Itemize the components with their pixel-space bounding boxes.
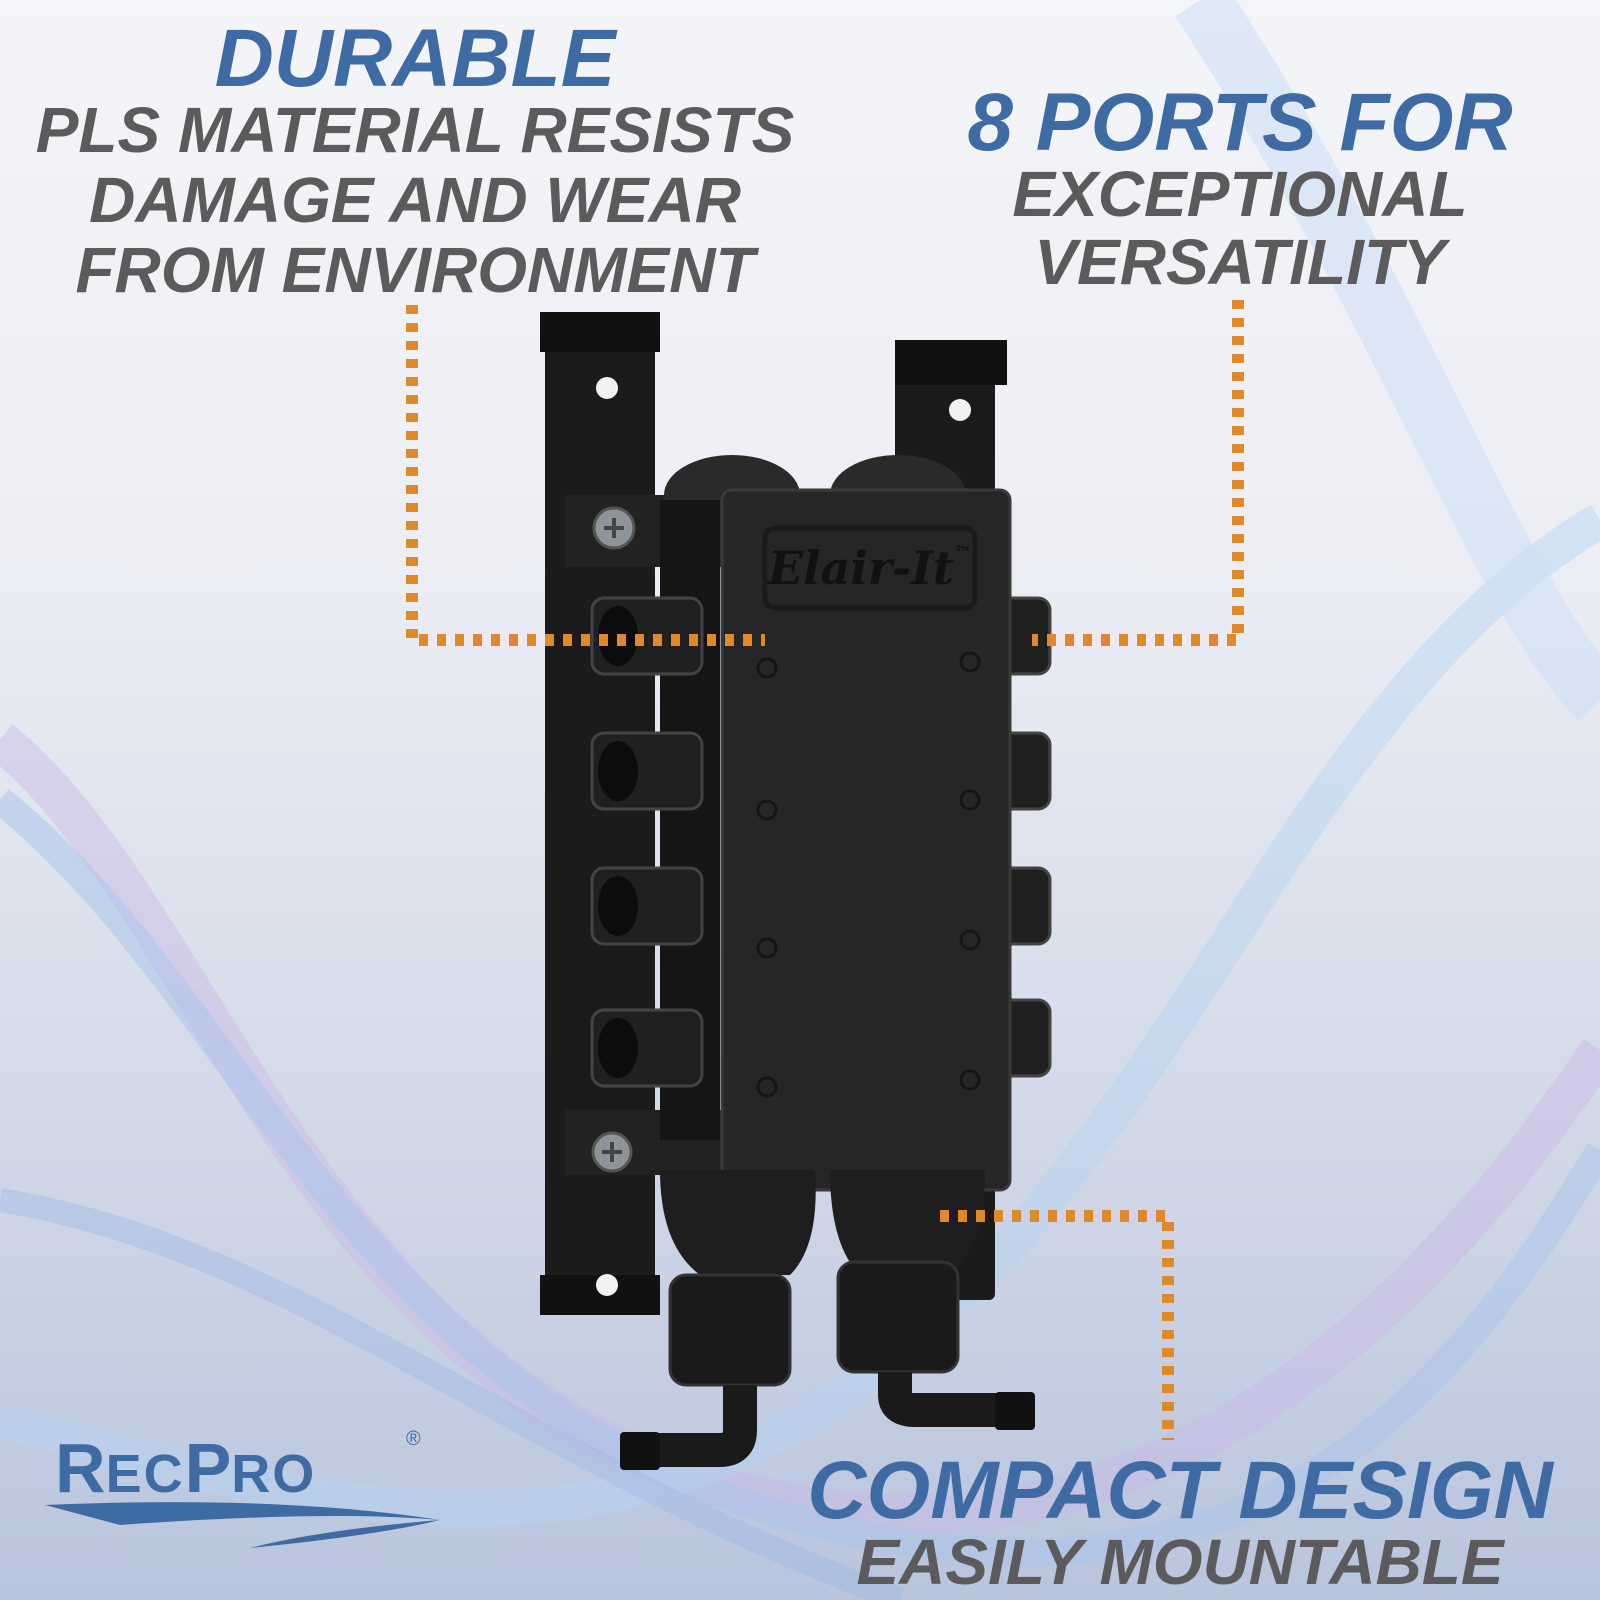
- logo-ro: RO: [231, 1444, 317, 1504]
- ports-line-1: EXCEPTIONAL: [1012, 158, 1468, 230]
- durable-title: DURABLE: [214, 13, 616, 104]
- bottom-fitting-left: [660, 1170, 816, 1275]
- logo-ec: EC: [105, 1444, 185, 1504]
- mount-hole-icon: [949, 399, 971, 421]
- brand-plate: [762, 525, 978, 611]
- registered-mark: ®: [406, 1428, 421, 1450]
- durable-line-2: DAMAGE AND WEAR: [89, 164, 741, 236]
- mount-hole-icon: [596, 1274, 618, 1296]
- compact-line-1: EASILY MOUNTABLE: [856, 1526, 1504, 1598]
- logo-r: R: [55, 1429, 106, 1507]
- bottom-fitting-right: [830, 1170, 985, 1275]
- durable-line-3: FROM ENVIRONMENT: [75, 234, 755, 306]
- brand-mark: Elair-It™: [765, 543, 975, 592]
- recpro-logo: RECPRO: [55, 1428, 316, 1508]
- elbow-fitting-right: [878, 1372, 1010, 1427]
- ports-callout: [1032, 300, 1244, 646]
- durable-line-1: PLS MATERIAL RESISTS: [35, 94, 795, 166]
- mount-hole-icon: [596, 377, 618, 399]
- elbow-fitting-left: [630, 1385, 757, 1467]
- ports-line-2: VERSATILITY: [1034, 226, 1446, 298]
- brand-mark-text: Elair-It: [768, 541, 954, 595]
- compact-callout: [940, 1210, 1174, 1440]
- durable-callout: [406, 305, 765, 646]
- brand-mark-tm: ™: [953, 543, 972, 564]
- ports-title: 8 PORTS FOR: [967, 77, 1513, 168]
- logo-p: P: [184, 1429, 232, 1507]
- compact-title: COMPACT DESIGN: [807, 1445, 1553, 1536]
